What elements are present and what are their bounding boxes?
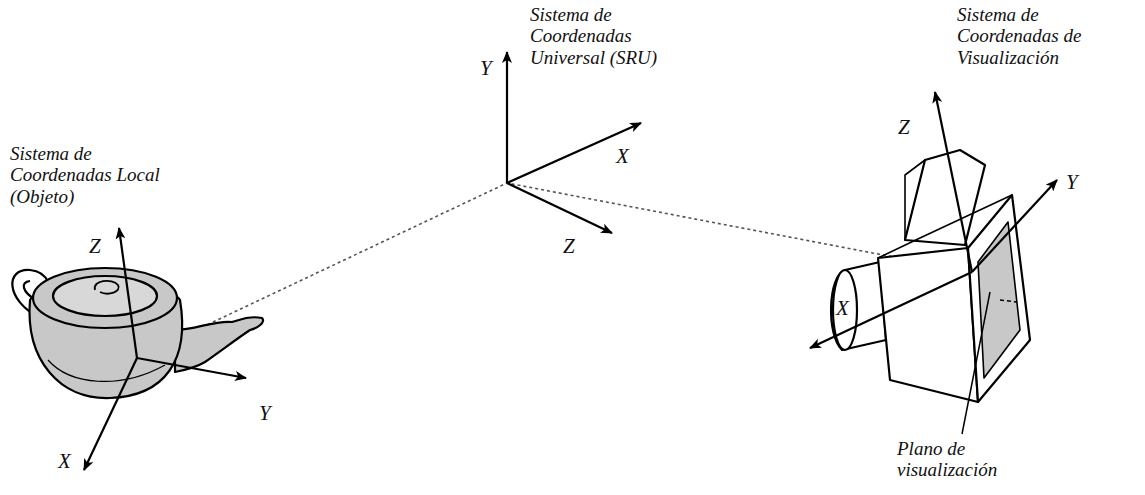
axis-z bbox=[935, 92, 972, 272]
camera-body-front bbox=[878, 248, 978, 402]
camera-viewfinder bbox=[905, 150, 985, 245]
axis-y bbox=[506, 52, 508, 183]
axis-label: Z bbox=[89, 236, 101, 257]
axis-label: Y bbox=[1066, 172, 1078, 193]
camera bbox=[831, 150, 1030, 402]
axis-x bbox=[84, 358, 137, 470]
axis-z bbox=[119, 228, 137, 358]
camera-lens-front bbox=[833, 270, 857, 350]
axis-label: Y bbox=[480, 58, 492, 79]
camera-lens bbox=[831, 262, 886, 350]
teapot-shade bbox=[48, 360, 165, 381]
callout-label: Plano de visualización bbox=[897, 438, 1037, 481]
teapot-lid bbox=[53, 276, 157, 316]
system-title: Sistema de Coordenadas Local (Objeto) bbox=[10, 143, 180, 207]
camera-top-edge bbox=[878, 195, 1012, 258]
axis-y bbox=[972, 180, 1057, 272]
axis-x bbox=[507, 123, 641, 183]
local-axes bbox=[84, 228, 246, 470]
axis-y bbox=[137, 358, 246, 378]
camera-body-back bbox=[968, 195, 1030, 402]
teapot-knob bbox=[95, 281, 119, 294]
system-title: Sistema de Coordenadas Universal (SRU) bbox=[530, 4, 680, 68]
axis-label: Z bbox=[563, 236, 575, 257]
axis-z bbox=[507, 183, 612, 233]
axis-label: Z bbox=[898, 117, 910, 138]
teapot-spout bbox=[175, 317, 263, 372]
view-plane-center bbox=[1000, 300, 1017, 302]
axis-label: X bbox=[58, 451, 71, 472]
system-title: Sistema de Coordenadas de Visualización bbox=[957, 4, 1117, 68]
teapot bbox=[12, 268, 263, 398]
view-axes bbox=[810, 92, 1057, 348]
camera-viewfinder-edge bbox=[905, 160, 925, 240]
axis-label: X bbox=[616, 146, 629, 167]
view-plane bbox=[978, 222, 1020, 378]
dotted-link bbox=[137, 183, 972, 358]
axis-label: Y bbox=[259, 403, 271, 424]
leader-line bbox=[962, 292, 990, 434]
teapot-rim bbox=[33, 268, 177, 328]
axis-x bbox=[810, 272, 972, 348]
axis-label: X bbox=[836, 298, 849, 319]
world-axes bbox=[507, 52, 641, 233]
